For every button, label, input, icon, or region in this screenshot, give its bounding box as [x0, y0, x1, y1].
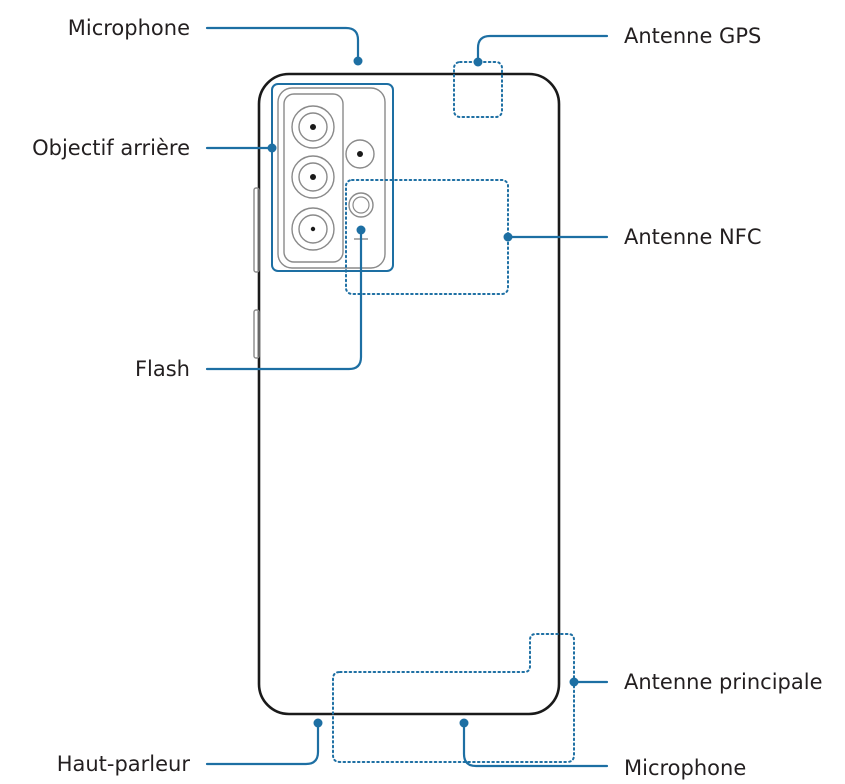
label-speaker: Haut-parleur	[57, 752, 191, 776]
camera-housing-outer	[277, 87, 386, 269]
label-microphone-top: Microphone	[68, 16, 190, 40]
camera-housing-inner	[283, 93, 344, 263]
leader-microphone-bottom	[462, 721, 609, 768]
lens-main	[291, 155, 335, 199]
gps-antenna-area	[453, 61, 503, 118]
rear-camera-highlight	[271, 83, 394, 272]
label-flash: Flash	[135, 357, 190, 381]
camera-module	[277, 87, 386, 269]
label-rear-camera: Objectif arrière	[32, 136, 190, 160]
volume-button	[253, 187, 260, 273]
phone-body	[253, 72, 561, 716]
leader-speaker	[205, 721, 320, 766]
main-antenna-area	[332, 633, 575, 763]
power-button	[253, 309, 260, 359]
lens-depth	[345, 139, 375, 169]
label-main-antenna: Antenne principale	[624, 670, 823, 694]
leader-gps-antenna	[476, 34, 609, 64]
lens-ultrawide	[291, 207, 335, 251]
lens-wide	[291, 105, 335, 149]
label-gps-antenna: Antenne GPS	[624, 24, 761, 48]
nfc-antenna-area	[345, 179, 509, 295]
leader-lines	[205, 26, 609, 768]
flash-led	[348, 192, 374, 218]
label-microphone-bottom: Microphone	[624, 756, 746, 780]
label-nfc-antenna: Antenne NFC	[624, 225, 762, 249]
leader-microphone-top	[205, 26, 360, 63]
phone-outline	[257, 72, 561, 716]
leader-flash	[205, 228, 363, 371]
